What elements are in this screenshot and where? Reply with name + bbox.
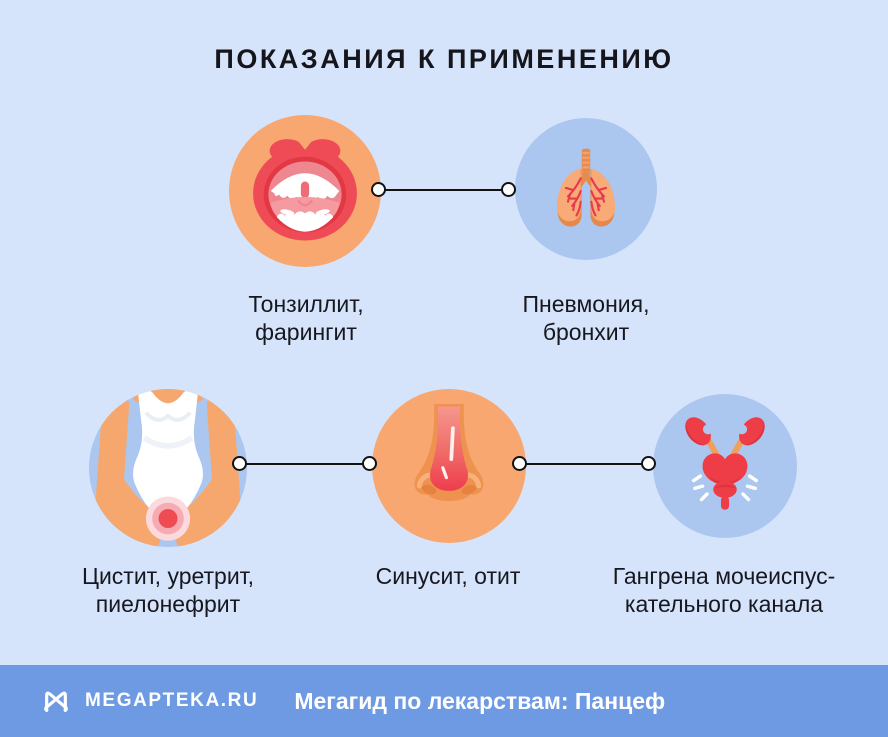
inflamed-nose-icon [414,404,484,502]
megapteka-m-logo-icon [40,687,72,715]
connector-line [512,456,656,472]
brand-name: MEGAPTEKA.RU [85,690,259,711]
connector-dot [501,182,516,197]
page-title: ПОКАЗАНИЯ К ПРИМЕНЕНИЮ [214,44,674,74]
indication-label-sinusitis: Синусит, отит [375,563,521,589]
indication-label-tonsillitis: Тонзиллит, фарингит [248,291,364,345]
footer-bar: MEGAPTEKA.RU Мегагид по лекарствам: Панц… [0,665,888,737]
lungs-icon [557,148,615,227]
indication-circle-gangrene [653,394,797,538]
connector-rule [385,188,502,192]
open-mouth-icon [253,137,357,241]
connector-line [371,182,516,198]
connector-dot [232,456,247,471]
indication-circle-tonsillitis [229,115,381,267]
connector-dot [641,456,656,471]
urinary-tract-icon [685,417,765,510]
connector-rule [526,462,642,466]
indication-circle-pneumonia [515,118,657,260]
indication-circle-sinusitis [372,389,526,543]
connector-dot [362,456,377,471]
indication-label-cystitis: Цистит, уретрит, пиелонефрит [81,563,255,617]
indication-circle-cystitis [89,389,247,547]
footer-caption: Мегагид по лекарствам: Панцеф [294,687,666,714]
connector-rule [246,462,363,466]
connector-dot [512,456,527,471]
indication-label-pneumonia: Пневмония, бронхит [522,291,650,345]
connector-line [232,456,377,472]
indication-label-gangrene: Гангрена мочеиспус- кательного канала [612,563,836,617]
connector-dot [371,182,386,197]
female-pelvis-icon [89,389,247,547]
